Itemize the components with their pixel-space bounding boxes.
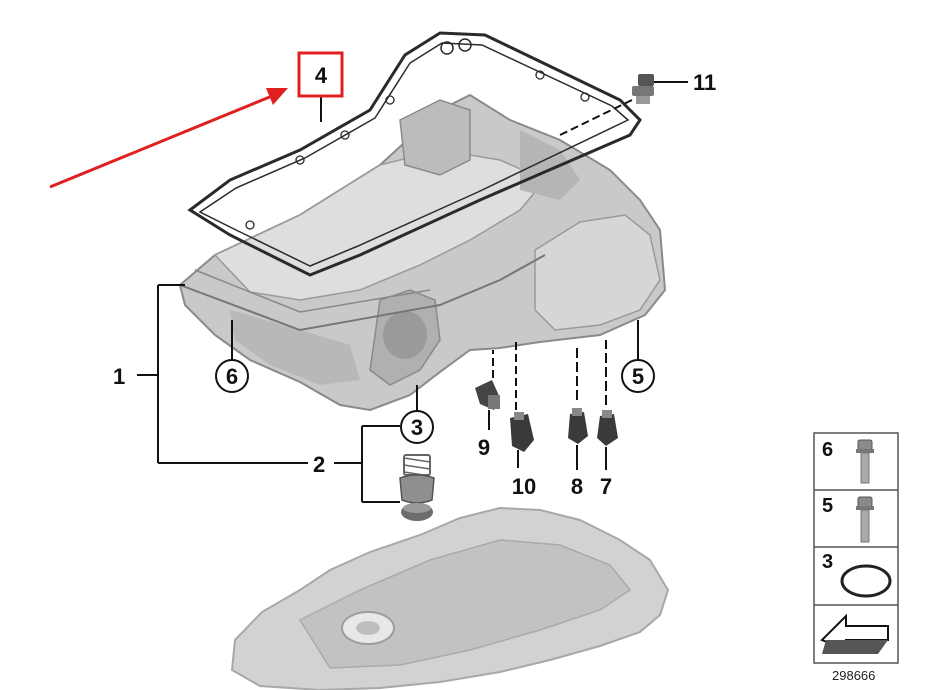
callout-7: 7 — [600, 474, 612, 499]
callout-3-circle — [400, 410, 434, 444]
oil-pan — [178, 93, 667, 412]
bolt-icon — [856, 496, 874, 543]
valve-part-2 — [399, 454, 435, 521]
callout-3: 3 — [411, 415, 423, 440]
legend-number-6: 6 — [822, 439, 833, 461]
callout-6-circle — [215, 359, 249, 393]
o-ring-icon — [840, 564, 892, 598]
callout-4: 4 — [315, 63, 328, 88]
arrow-pointer-icon — [820, 613, 889, 654]
callout-1: 1 — [113, 364, 125, 389]
callout-numbers: 1 2 3 4 5 6 7 8 9 10 11 — [113, 51, 716, 499]
legend-number-3: 3 — [822, 551, 833, 573]
callout-8: 8 — [571, 474, 583, 499]
sensor-part-7 — [597, 410, 618, 446]
sensor-part-8 — [568, 408, 588, 444]
callout-11: 11 — [693, 70, 716, 95]
callout-5: 5 — [632, 364, 644, 389]
pan-flange — [179, 254, 546, 332]
lower-cover-plate — [230, 506, 670, 690]
callout-6: 6 — [226, 364, 238, 389]
sensor-part-9 — [475, 380, 500, 410]
plug-part-11 — [632, 74, 654, 104]
callout-9: 9 — [478, 435, 490, 460]
callout-10: 10 — [512, 474, 536, 499]
legend-number-5: 5 — [822, 495, 833, 517]
oil-pan-gasket — [187, 31, 642, 277]
bolt-icon — [856, 439, 874, 484]
highlight-box — [297, 51, 344, 98]
callout-2: 2 — [313, 452, 325, 477]
diagram-id: 298666 — [832, 668, 875, 683]
sensor-part-10 — [510, 412, 534, 452]
callout-lines — [137, 81, 688, 503]
callout-5-circle — [621, 359, 655, 393]
legend-panel: 6 5 3 298666 — [813, 432, 899, 683]
red-arrow — [49, 88, 288, 189]
